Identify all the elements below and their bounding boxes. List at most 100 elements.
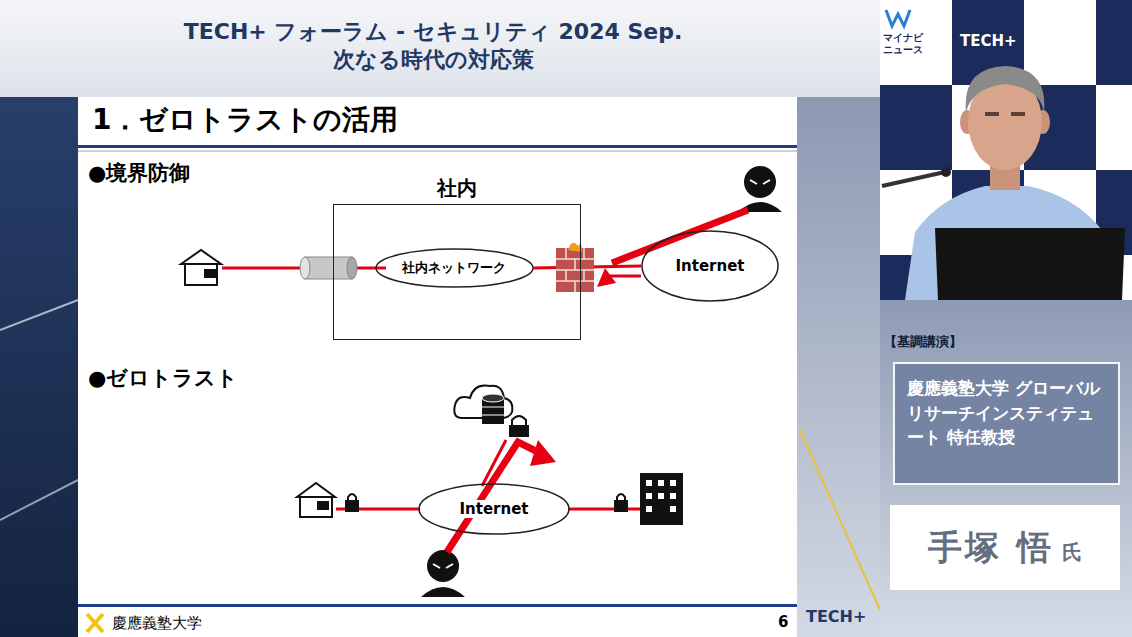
firewall-icon [556, 243, 594, 292]
slide-sheet [78, 97, 797, 637]
lock-icon-part [617, 494, 625, 501]
building-icon-part [670, 506, 676, 512]
house-icon-part [185, 264, 217, 285]
attack-arrow-part [530, 440, 556, 466]
slide-sheet-part [87, 614, 103, 632]
footer-university-wrap: 慶應義塾大学 [112, 614, 202, 632]
speaker-photo [882, 66, 1125, 300]
backdrop-cell [1096, 0, 1132, 85]
internet-ellipse: Internet [641, 230, 779, 302]
session-tag-wrap: 【基調講演】 [884, 334, 962, 350]
cloud-server-icon [454, 386, 512, 425]
page-ground-part [0, 0, 880, 97]
tunnel-icon-part [305, 257, 352, 279]
house-icon-part [205, 270, 209, 277]
slide-heading-wrap: 1．ゼロトラストの活用 [92, 103, 398, 137]
attack-arrow-part [610, 275, 641, 278]
media-logo: マイナビ ニュース [883, 32, 931, 56]
speaker-photo-part [1011, 112, 1025, 116]
header-title-wrap: TECH+ フォーラム - セキュリティ 2024 Sep. 次なる時代の対応策 [133, 18, 733, 73]
firewall-icon-part [556, 248, 594, 292]
brand-logo: TECH+ [960, 32, 1017, 50]
backdrop-cell [880, 0, 952, 85]
wire-line-part [356, 267, 386, 270]
brand-logo-wrap: TECH+ [806, 607, 866, 626]
house-icon-part [318, 502, 322, 509]
building-icon-part [658, 480, 664, 486]
hacker-icon-part [750, 180, 770, 184]
ellipse-shape [642, 231, 778, 301]
firewall-icon-part [556, 248, 594, 292]
speaker-photo-part [882, 172, 945, 186]
page-ground-part [797, 97, 880, 637]
section-heading: ●境界防御 [88, 161, 190, 186]
speaker-photo-part [935, 228, 1125, 300]
cloud-server-icon-part [482, 394, 504, 402]
logo-backdrop [880, 0, 1132, 300]
header-title: TECH+ フォーラム - セキュリティ 2024 Sep. 次なる時代の対応策 [133, 18, 733, 73]
section-heading-wrap: ●ゼロトラスト [88, 366, 238, 391]
lock-icon-part [345, 500, 359, 512]
lock-icon-part [614, 500, 628, 512]
speaker-photo-part [966, 66, 1045, 112]
lock-icon-part [509, 425, 529, 437]
hacker-icon-part [433, 564, 453, 568]
hacker-icon-part [421, 587, 465, 597]
hacker-icon [421, 166, 782, 597]
slide-sheet-part [78, 145, 797, 148]
slide-sheet-part [78, 151, 797, 152]
page-ground-part [880, 300, 1132, 637]
office-boundary: 社内社内ネットワーク [333, 172, 581, 340]
wire-line [222, 268, 640, 509]
node-text: 社内ネットワーク [400, 260, 508, 276]
media-logo-wrap: マイナビ ニュース [883, 32, 931, 56]
speaker-name-box: 手塚 悟氏 [890, 505, 1120, 590]
wire-line-part [359, 508, 420, 511]
node-text: 慶應義塾大学 グローバルリサーチインスティテュート 特任教授 [907, 376, 1106, 450]
session-tag: 【基調講演】 [884, 334, 962, 350]
slide-heading: 1．ゼロトラストの活用 [92, 103, 398, 137]
boundary-heading: 社内 [333, 172, 581, 204]
building-icon-part [646, 493, 652, 499]
backdrop-cell [1024, 0, 1096, 85]
ellipse-shape [419, 484, 569, 534]
slide-sheet-part [78, 604, 797, 607]
house-icon-part [211, 270, 215, 277]
page-ground-part [800, 430, 880, 610]
ellipse-shape [376, 249, 533, 287]
attack-arrow-part [612, 210, 748, 263]
house-icon-part [300, 497, 332, 517]
brand-logo: TECH+ [806, 607, 866, 626]
brand-logo-wrap: TECH+ [960, 32, 1017, 50]
wire-line-part [336, 508, 345, 511]
speaker-photo-part [985, 112, 999, 116]
lock-icon [345, 416, 628, 512]
building-icon-part [640, 473, 683, 525]
house-icon-part [181, 250, 221, 264]
honorific: 氏 [1062, 539, 1082, 566]
node-text: Internet [673, 257, 746, 275]
wire-line-part [568, 508, 614, 511]
house-icon-part [297, 483, 335, 497]
affiliation-box: 慶應義塾大学 グローバルリサーチインスティテュート 特任教授 [893, 362, 1120, 485]
cloud-server-icon-part [482, 407, 504, 408]
section-heading-wrap: ●境界防御 [88, 161, 190, 186]
node-text: Internet [457, 500, 530, 518]
lock-icon-part [348, 494, 356, 501]
logo-mark [886, 10, 910, 26]
hacker-icon-part [744, 166, 776, 198]
attack-arrow-part [447, 442, 540, 552]
tunnel-icon [300, 257, 357, 279]
slide-sheet-part [78, 97, 797, 637]
speaker-name: 手塚 悟 [928, 525, 1054, 571]
wire-line-part [222, 267, 302, 270]
building-icon-part [658, 493, 664, 499]
building-icon [640, 473, 683, 525]
backdrop-cell [1096, 85, 1132, 170]
building-icon-part [670, 480, 676, 486]
building-icon-part [646, 480, 652, 486]
tunnel-icon-part [347, 257, 357, 279]
